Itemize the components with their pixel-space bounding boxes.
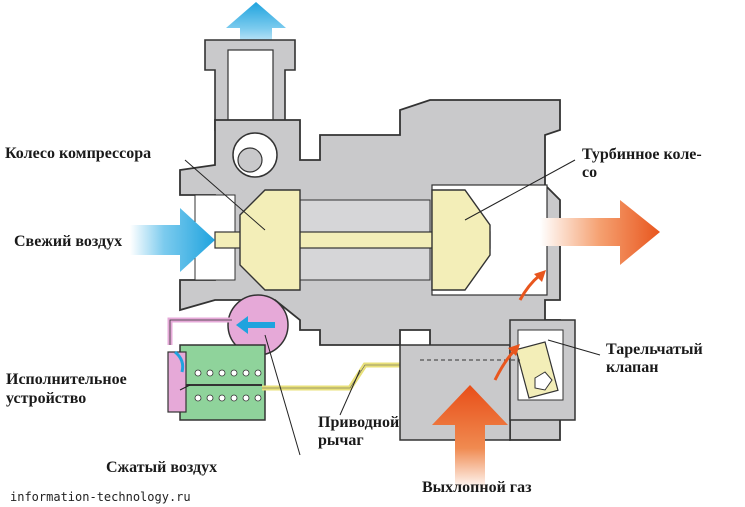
actuator-hose-outline [169,319,232,345]
label-actuator-line1: Исполнительное [6,371,127,388]
actuator-body [179,344,266,421]
exhaust-out-arrow [540,200,660,265]
watermark: information-technology.ru [10,490,191,504]
label-lever-line2: рычаг [318,432,364,449]
label-actuator-line2: устройство [6,390,87,407]
label-compressed-air: Сжатый воздух [106,459,218,476]
actuator-hose [167,317,232,345]
fresh-air-arrow [130,208,215,272]
label-exhaust: Выхлопной газ [422,479,532,496]
label-turbine-wheel-line1: Турбинное коле- [582,146,702,163]
compressor-wheel [239,189,301,291]
label-lever-line1: Приводной [318,414,400,431]
turbine-wheel [431,189,491,291]
label-compressor-wheel: Колесо компрессора [5,145,152,162]
exhaust-in-arrow [432,385,508,490]
label-valve-line1: Тарельчатый [606,341,703,358]
label-valve-line2: клапан [606,359,659,376]
label-turbine-wheel-line2: со [582,164,598,181]
label-fresh-air: Свежий воздух [14,233,123,250]
